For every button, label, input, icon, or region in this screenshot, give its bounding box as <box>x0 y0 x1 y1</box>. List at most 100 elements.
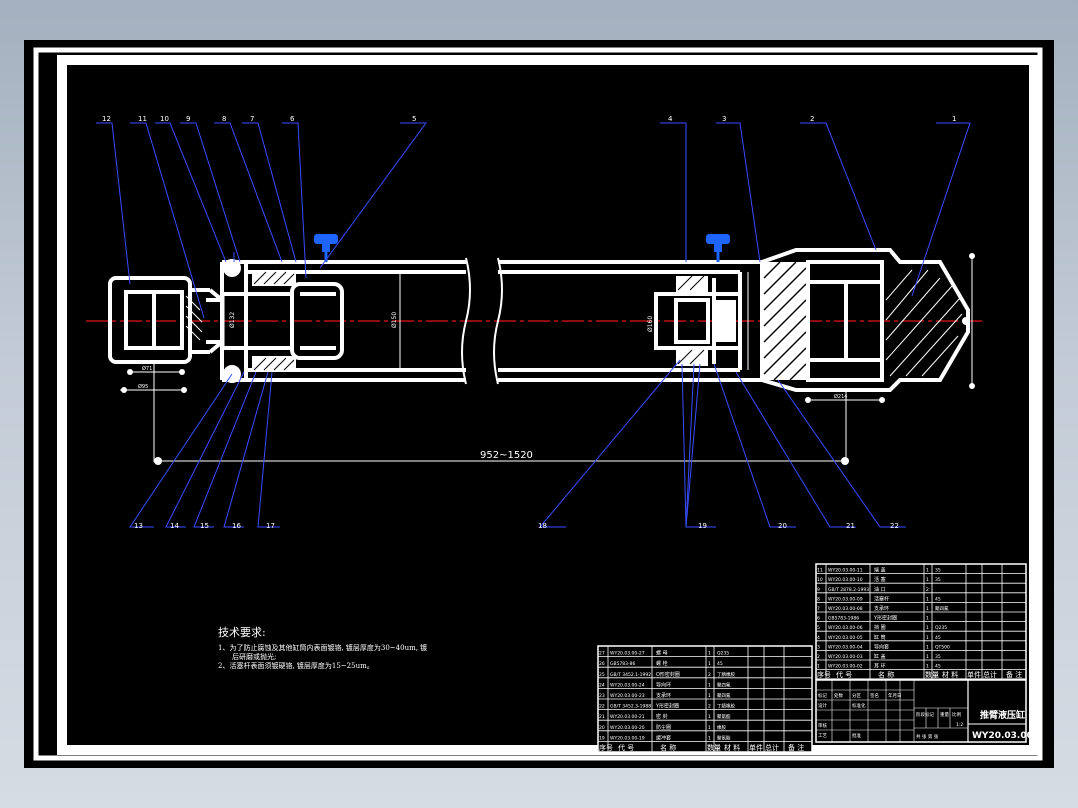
bom-qty: 1 <box>708 714 711 720</box>
bom-qty: 1 <box>926 625 929 631</box>
title-cell: 处数 <box>834 692 843 699</box>
bom-num: 4 <box>817 635 820 641</box>
bom-num: 3 <box>817 644 820 650</box>
bom-mat: 45 <box>717 661 723 667</box>
bom-num: 6 <box>817 616 820 622</box>
callout-9: 9 <box>186 115 190 123</box>
bom-qty: 1 <box>708 651 711 657</box>
callout-8: 8 <box>222 115 226 123</box>
callout-5: 5 <box>412 115 416 123</box>
title-cell: 阶段标记 <box>916 711 934 718</box>
bom-header-cell: 名 称 <box>878 670 894 679</box>
callout-19: 19 <box>698 522 707 530</box>
bom-qty: 1 <box>926 596 929 602</box>
piston-rod <box>206 292 292 350</box>
bom-name: 耳 环 <box>874 664 886 670</box>
bom-num: 7 <box>817 606 820 612</box>
clevis-hatch <box>885 269 963 377</box>
bom-num: 11 <box>817 568 823 574</box>
bom-code: WY20.03.00-09 <box>828 596 863 602</box>
bom-name: Y形密封圈 <box>873 615 897 622</box>
bom-qty: 1 <box>708 735 711 741</box>
bom-code: WY20.03.00-10 <box>828 577 863 583</box>
bom-qty: 1 <box>926 644 929 650</box>
inner-border <box>57 55 1039 755</box>
oil-port-right <box>706 234 730 262</box>
bom-num: 27 <box>599 651 605 657</box>
bom-mat: 45 <box>935 635 941 641</box>
callout-1: 1 <box>952 115 956 123</box>
title-cell: 标准化 <box>852 702 866 709</box>
tech-line-2: 2、活塞杆表面须镀硬铬, 镀层厚度为15~25um。 <box>218 661 374 670</box>
bom-header-cell: 材 料 <box>942 670 958 679</box>
bom-mat: 聚氨酯 <box>717 713 731 720</box>
dim-bore: Ø150 <box>391 312 398 328</box>
title-cell: 分区 <box>852 692 861 699</box>
bom-code: GB/T 2878.2-1993 <box>828 587 869 593</box>
callout-17: 17 <box>266 522 275 530</box>
title-frame <box>815 679 1027 743</box>
bom-code: GB5783-86 <box>610 661 636 667</box>
bom-header-cell: 序号 <box>599 743 613 752</box>
bom-num: 5 <box>817 625 820 631</box>
bom-code: WY20.03.00-23 <box>610 693 645 699</box>
bom-name: 防尘圈 <box>656 724 671 731</box>
bom-code: WY20.03.00-19 <box>610 735 645 741</box>
callout-4: 4 <box>668 115 673 123</box>
bom-code: WY20.03.00-04 <box>828 644 863 650</box>
bom-name: 导向环 <box>656 681 671 688</box>
bom-num: 24 <box>599 682 605 688</box>
bom-code: WY20.03.00-21 <box>610 714 645 720</box>
bom-num: 9 <box>817 587 820 593</box>
bom-qty: 1 <box>926 616 929 622</box>
drawing-number: WY20.03.00 <box>972 731 1033 741</box>
bom-mat: 35 <box>935 577 941 583</box>
bom-mat: 丁腈橡胶 <box>717 703 735 710</box>
bom-code: WY20.03.00-03 <box>828 654 863 660</box>
callout-21: 21 <box>846 522 855 530</box>
bom-header-cell: 单件 <box>967 670 981 679</box>
leader-lines-top <box>96 122 971 319</box>
bom-mat: 聚四氟 <box>717 692 731 699</box>
callout-22: 22 <box>890 522 899 530</box>
bom-header-cell: 数量 <box>925 670 939 679</box>
bom-header-cell: 单件 <box>749 743 763 752</box>
title-cell: 设计 <box>818 702 827 709</box>
callout-11: 11 <box>138 115 147 123</box>
callout-20: 20 <box>778 522 787 530</box>
bom-qty: 1 <box>926 568 929 574</box>
bom-code: WY20.03.00-11 <box>828 568 863 574</box>
bom-qty: 1 <box>708 725 711 731</box>
bom-qty: 2 <box>708 704 711 710</box>
bom-num: 20 <box>599 725 605 731</box>
bom-num: 21 <box>599 714 605 720</box>
bom-qty: 1 <box>708 682 711 688</box>
bom-mat: 45 <box>935 664 941 670</box>
bom-mat: 聚氨酯 <box>717 734 731 741</box>
tech-line-1b: 后研磨或抛光; <box>232 652 276 661</box>
bom-num: 22 <box>599 704 605 710</box>
bom-name: 活 塞 <box>874 576 886 583</box>
title-cell: 年月日 <box>888 692 902 699</box>
bom-qty: 1 <box>708 661 711 667</box>
bom-name: O形密封圈 <box>656 671 680 678</box>
bom-name: 油 口 <box>874 586 886 593</box>
bom-name: 缸 盖 <box>874 653 886 660</box>
bom-name: 导向套 <box>874 643 889 650</box>
guide-sleeve <box>290 282 344 360</box>
callouts-bottom: 13 14 15 16 17 18 19 20 21 22 <box>134 522 899 530</box>
bom-mat: 橡胶 <box>717 724 726 731</box>
bom-header-cell: 备 注 <box>1006 670 1022 679</box>
